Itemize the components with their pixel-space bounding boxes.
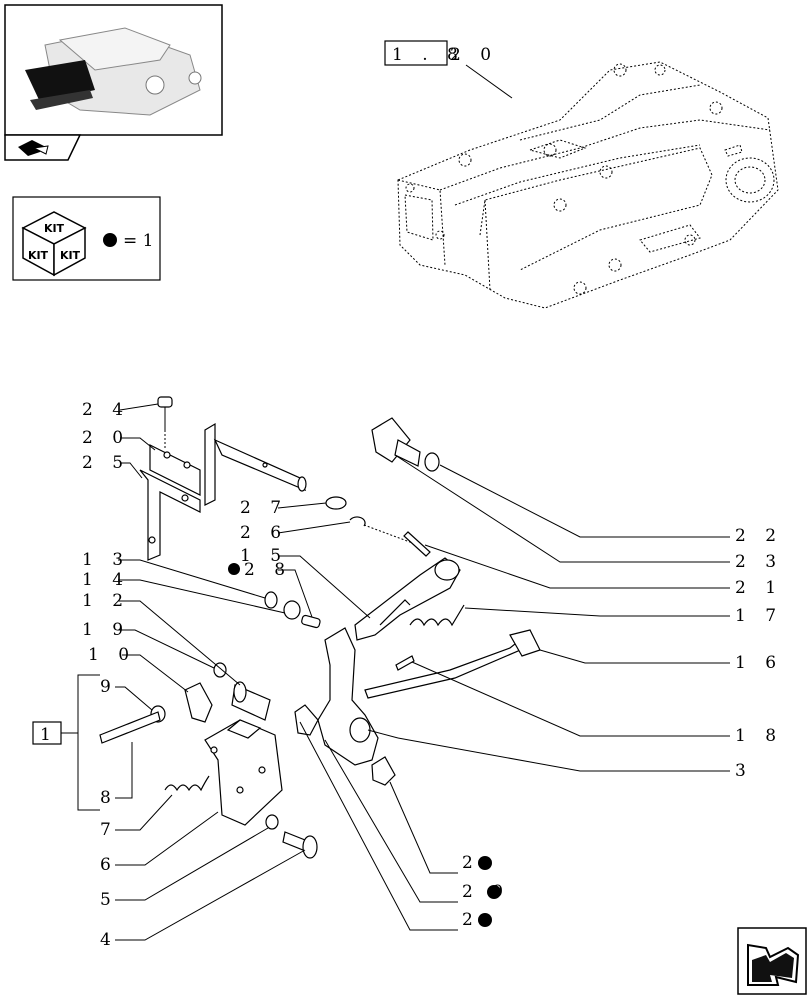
next-page-arrow-icon (747, 943, 800, 986)
callouts-left: 2 4 2 0 2 5 2 7 2 6 1 5 2 8 1 3 1 4 1 2 … (82, 400, 371, 950)
callout-21[interactable]: 2 1 (735, 578, 783, 598)
part-pin-21 (403, 531, 431, 557)
next-page-button[interactable] (737, 927, 807, 995)
part-bolt-9 (99, 705, 166, 744)
part-bracket-shaft-20 (149, 422, 307, 506)
part-rod-16 (364, 629, 541, 699)
reference-box-text: 1 . 8 (392, 45, 465, 65)
callout-14[interactable]: 1 4 (82, 570, 130, 590)
kit-legend: KIT KIT KIT = 1 (12, 196, 161, 281)
part-screw-24 (157, 396, 173, 450)
callout-24[interactable]: 2 4 (82, 400, 130, 420)
part-ring-19 (213, 662, 227, 678)
part-ring-27 (325, 496, 347, 510)
part-lever-15 (354, 557, 461, 641)
kit-marker-2-upper (478, 856, 492, 870)
reference-suffix-text: 2 0 (450, 45, 498, 65)
group-box-label: 1 (40, 725, 58, 745)
callout-13[interactable]: 1 3 (82, 550, 130, 570)
part-ring-13 (264, 591, 278, 609)
callout-19[interactable]: 1 9 (82, 620, 130, 640)
kit-left-label: KIT (28, 249, 49, 262)
part-plate-6 (204, 719, 283, 826)
kit-equals-label: = 1 (123, 231, 153, 251)
callout-25[interactable]: 2 5 (82, 453, 130, 473)
parts-drawing (99, 396, 541, 859)
callout-7[interactable]: 7 (100, 820, 118, 840)
callout-4[interactable]: 4 (100, 930, 118, 950)
callouts-right: 2 2 2 3 2 1 1 7 1 6 1 8 3 (394, 454, 783, 781)
callout-17[interactable]: 1 7 (735, 606, 783, 626)
callout-26[interactable]: 2 6 (240, 523, 288, 543)
part-block-10 (184, 682, 213, 723)
part-pin-18 (395, 655, 415, 671)
part-main-lever (317, 627, 399, 766)
part-l-bracket-25 (139, 469, 201, 561)
back-arrow-icon[interactable] (18, 140, 49, 156)
callout-3[interactable]: 3 (735, 761, 753, 781)
callout-10[interactable]: 1 0 (88, 645, 136, 665)
reference-callout[interactable]: 1 . 8 2 0 (384, 40, 513, 99)
callout-23[interactable]: 2 3 (735, 552, 783, 572)
callout-5[interactable]: 5 (100, 890, 118, 910)
callout-27[interactable]: 2 7 (240, 498, 288, 518)
lift-cover-thumbnail-icon (25, 27, 202, 116)
kit-top-label: KIT (44, 222, 65, 235)
callout-2-lower[interactable]: 2 (462, 910, 480, 930)
group-callout-1[interactable]: 1 (32, 674, 100, 811)
part-roller-lower (371, 756, 396, 786)
callout-22[interactable]: 2 2 (735, 526, 783, 546)
part-spring-17 (409, 604, 465, 627)
callout-15[interactable]: 1 5 (240, 546, 288, 566)
part-sleeve-12 (231, 681, 271, 721)
callout-28[interactable]: 2 8 (244, 560, 292, 580)
callout-20[interactable]: 2 0 (82, 428, 130, 448)
part-plug-22 (371, 417, 440, 472)
part-roller-upper (294, 704, 319, 736)
callout-18[interactable]: 1 8 (735, 726, 783, 746)
callout-16[interactable]: 1 6 (735, 653, 783, 673)
lift-cover-housing (397, 61, 779, 309)
part-bolt-4 (282, 831, 318, 859)
kit-right-label: KIT (60, 249, 81, 262)
kit-marker-29 (487, 885, 501, 899)
kit-marker-2-lower (478, 913, 492, 927)
kit-marker-28 (228, 563, 240, 575)
thumbnail-panel[interactable] (4, 4, 223, 161)
callout-29[interactable]: 2 9 (462, 882, 510, 902)
callouts-bottom: 2 2 9 2 (299, 721, 510, 931)
kit-marker-dot (103, 233, 117, 247)
kit-cube-icon: KIT KIT KIT (21, 211, 87, 277)
callout-8[interactable]: 8 (100, 788, 118, 808)
part-circlip-26 (349, 516, 366, 527)
part-washer-5 (265, 814, 279, 830)
callout-6[interactable]: 6 (100, 855, 118, 875)
callout-9[interactable]: 9 (100, 677, 118, 697)
callout-2-upper[interactable]: 2 (462, 853, 480, 873)
callout-12[interactable]: 1 2 (82, 591, 130, 611)
part-spring-7 (164, 775, 210, 792)
part-pin-28 (301, 614, 321, 629)
part-bushing-14 (283, 600, 301, 620)
